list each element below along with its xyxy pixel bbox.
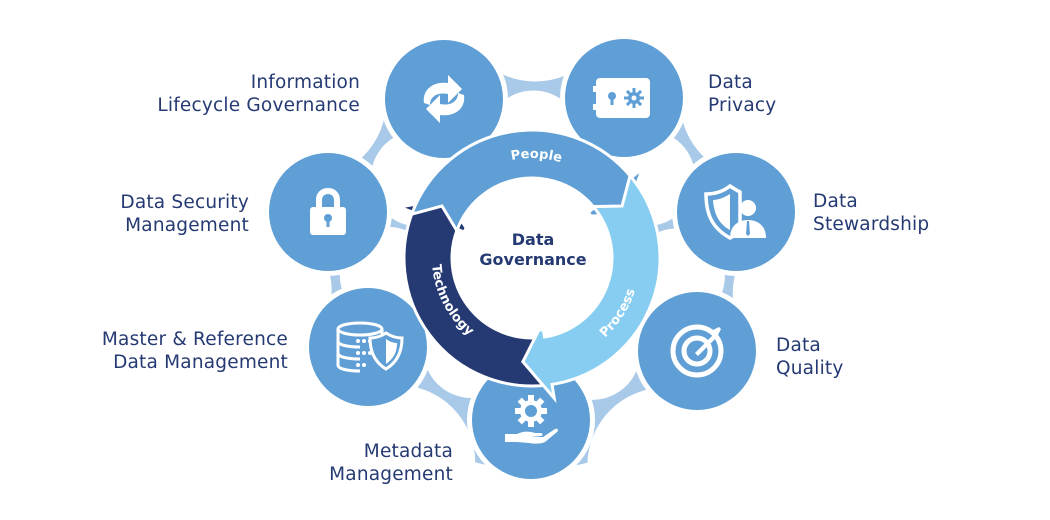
label-line: Quality	[776, 358, 844, 379]
satellite-security	[264, 148, 392, 276]
label-line: Management	[125, 215, 249, 236]
people-label: People	[510, 147, 564, 166]
label-line: Lifecycle Governance	[157, 95, 360, 116]
satellite-circle	[677, 153, 795, 271]
label-metadata: Metadata Management	[329, 440, 453, 486]
padlock-icon	[310, 188, 346, 235]
cycle-arrows: People Process Technology	[393, 128, 662, 404]
label-line: Metadata	[363, 441, 453, 462]
label-line: Data Management	[113, 352, 288, 373]
connector-cutout	[319, 384, 476, 520]
label-master: Master & Reference Data Management	[102, 328, 288, 374]
shield-person-icon	[704, 183, 766, 240]
center-title-line1: Data	[511, 230, 555, 249]
label-line: Data	[813, 191, 858, 212]
satellite-circle	[309, 288, 427, 406]
inner-hole	[458, 184, 606, 332]
label-line: Stewardship	[813, 214, 930, 235]
satellites	[264, 34, 800, 484]
center-title-line2: Governance	[479, 250, 587, 269]
label-privacy: Data Privacy	[708, 71, 776, 117]
satellite-privacy	[560, 34, 688, 162]
label-line: Master & Reference	[101, 329, 288, 350]
safe-gear-icon	[593, 78, 650, 118]
process-arrow	[521, 172, 662, 404]
label-quality: Data Quality	[776, 334, 844, 380]
satellite-metadata	[467, 356, 595, 484]
refresh-arrows-icon	[423, 75, 465, 123]
label-stewardship: Data Stewardship	[813, 190, 929, 236]
satellite-master	[304, 283, 432, 411]
database-shield-icon	[336, 321, 404, 373]
satellite-quality	[633, 287, 761, 415]
satellite-lifecycle	[380, 35, 508, 163]
connector-cutout	[587, 387, 744, 520]
target-icon	[670, 324, 724, 378]
label-line: Management	[329, 464, 453, 485]
label-line: Data	[776, 335, 821, 356]
label-line: Data	[708, 72, 753, 93]
label-line: Information	[250, 72, 360, 93]
satellite-stewardship	[672, 148, 800, 276]
satellite-circle	[385, 40, 503, 158]
label-line: Privacy	[708, 95, 777, 116]
connector-cutout	[230, 22, 387, 179]
label-security: Data Security Management	[120, 191, 249, 237]
label-lifecycle: Information Lifecycle Governance	[157, 71, 360, 117]
connector-cutout	[679, 22, 836, 179]
hand-gear-icon	[505, 395, 559, 444]
center-title: Data Governance	[462, 230, 604, 270]
label-line: Data Security	[120, 192, 249, 213]
